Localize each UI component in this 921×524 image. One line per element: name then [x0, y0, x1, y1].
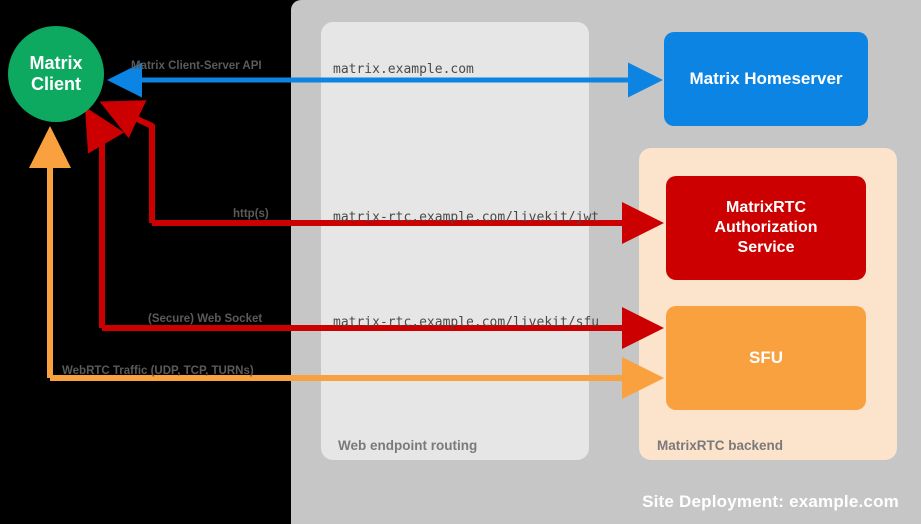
matrix-client-label-line2: Client	[30, 74, 81, 94]
matrix-homeserver-label: Matrix Homeserver	[689, 69, 843, 88]
container-web-endpoint-routing	[321, 22, 589, 460]
node-sfu[interactable]: SFU	[666, 306, 866, 410]
container-label-site-deployment: Site Deployment: example.com	[642, 492, 899, 511]
url-label-livekit-sfu: matrix-rtc.example.com/livekit/sfu	[333, 315, 600, 330]
container-label-matrixrtc-backend: MatrixRTC backend	[657, 438, 784, 453]
url-label-matrix-example-com: matrix.example.com	[333, 62, 474, 77]
node-matrix-homeserver[interactable]: Matrix Homeserver	[664, 32, 868, 126]
node-matrix-client[interactable]: Matrix Client	[8, 26, 104, 122]
edge-label-matrix-client-server-api: Matrix Client-Server API	[131, 60, 262, 72]
url-label-livekit-jwt: matrix-rtc.example.com/livekit/jwt	[333, 210, 600, 225]
auth-service-label-line1: MatrixRTC	[725, 199, 806, 216]
edge-secure-web-socket	[84, 106, 664, 349]
sfu-label: SFU	[749, 348, 783, 367]
edge-label-http-s: http(s)	[233, 208, 269, 220]
container-label-web-endpoint-routing: Web endpoint routing	[338, 438, 478, 453]
edge-http-jwt	[99, 100, 664, 244]
auth-service-label-line2: Authorization	[714, 219, 818, 236]
matrix-client-label-line1: Matrix	[29, 53, 83, 74]
edge-label-secure-web-socket: (Secure) Web Socket	[148, 313, 263, 325]
node-matrixrtc-authorization-service[interactable]: MatrixRTC Authorization Service	[666, 176, 866, 280]
edge-webrtc-traffic	[28, 126, 664, 399]
auth-service-label-line3: Service	[737, 239, 795, 256]
edge-label-webrtc-traffic: WebRTC Traffic (UDP, TCP, TURNs)	[62, 365, 254, 377]
